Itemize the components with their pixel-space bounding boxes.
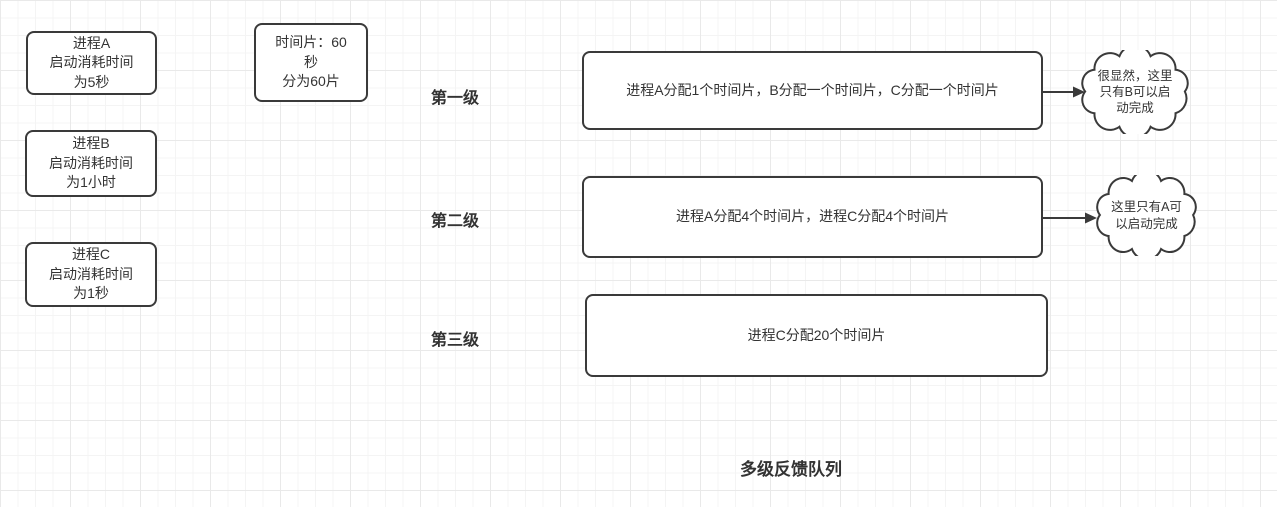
process-c-text: 进程C 启动消耗时间 为1秒	[49, 246, 133, 302]
level3-label[interactable]: 第三级	[431, 332, 480, 349]
process-c-box[interactable]: 进程C 启动消耗时间 为1秒	[25, 242, 157, 307]
process-a-box[interactable]: 进程A 启动消耗时间 为5秒	[26, 31, 157, 95]
timeslice-text: 时间片：60 秒 分为60片	[275, 34, 347, 90]
process-b-box[interactable]: 进程B 启动消耗时间 为1小时	[25, 130, 157, 197]
level2-note-cloud[interactable]: 这里只有A可以启动完成	[1096, 175, 1197, 256]
level1-allocation-text: 进程A分配1个时间片，B分配一个时间片，C分配一个时间片	[626, 81, 999, 98]
level2-arrow[interactable]	[1043, 210, 1097, 226]
cloud-shape-icon	[1081, 50, 1189, 134]
level1-queue-box[interactable]: 进程A分配1个时间片，B分配一个时间片，C分配一个时间片	[582, 51, 1043, 130]
level2-label[interactable]: 第二级	[431, 213, 480, 230]
level1-arrow[interactable]	[1043, 84, 1085, 100]
level2-queue-box[interactable]: 进程A分配4个时间片，进程C分配4个时间片	[582, 176, 1043, 258]
process-a-text: 进程A 启动消耗时间 为5秒	[49, 34, 134, 90]
level1-note-cloud[interactable]: 很显然，这里只有B可以启动完成	[1081, 50, 1189, 134]
diagram-title[interactable]: 多级反馈队列	[740, 460, 842, 479]
level3-queue-box[interactable]: 进程C分配20个时间片	[585, 294, 1048, 377]
level2-note-text: 这里只有A可以启动完成	[1111, 200, 1182, 231]
level2-allocation-text: 进程A分配4个时间片，进程C分配4个时间片	[675, 208, 950, 225]
level3-allocation-text: 进程C分配20个时间片	[747, 326, 886, 343]
level1-label[interactable]: 第一级	[431, 90, 480, 107]
timeslice-box[interactable]: 时间片：60 秒 分为60片	[254, 23, 368, 102]
level1-note-text: 很显然，这里只有B可以启动完成	[1097, 68, 1173, 116]
process-b-text: 进程B 启动消耗时间 为1小时	[49, 135, 133, 191]
cloud-shape-icon	[1096, 175, 1197, 256]
